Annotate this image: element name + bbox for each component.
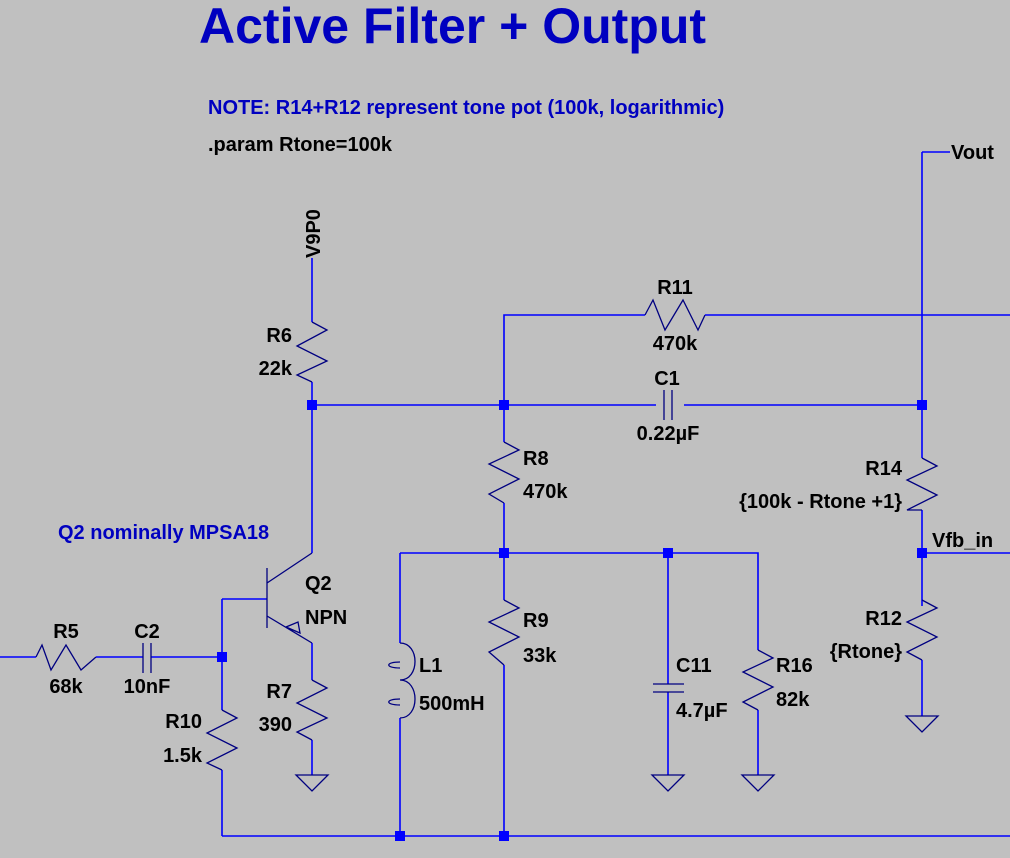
component-name: C1 <box>654 368 680 390</box>
net-label-v9p0[interactable]: V9P0 <box>303 209 325 258</box>
component-value: 82k <box>776 689 810 711</box>
ground-icon <box>294 774 330 792</box>
resistor-r8[interactable]: R8 470k <box>487 441 568 504</box>
component-name: L1 <box>419 655 442 677</box>
junction-dot <box>307 400 317 410</box>
resistor-symbol <box>644 298 706 332</box>
component-value: 470k <box>523 481 568 503</box>
component-value: {100k - Rtone +1} <box>739 491 902 513</box>
junction-dot <box>917 400 927 410</box>
resistor-r5[interactable]: R5 68k <box>35 621 97 698</box>
junction-dot <box>395 831 405 841</box>
component-value: 470k <box>653 333 698 355</box>
resistor-r10[interactable]: R10 1.5k <box>163 709 239 771</box>
capacitor-symbol <box>663 390 673 420</box>
capacitor-c1[interactable]: C1 0.22µF <box>637 368 700 445</box>
component-name: R10 <box>165 711 202 733</box>
wires <box>0 151 1010 837</box>
param-directive[interactable]: .param Rtone=100k <box>208 134 393 156</box>
component-value: {Rtone} <box>830 641 902 663</box>
resistor-symbol <box>205 709 239 771</box>
resistor-r6[interactable]: R6 22k <box>259 321 329 383</box>
wire <box>503 314 645 405</box>
junction-dot <box>499 400 509 410</box>
net-label-vout[interactable]: Vout <box>951 142 994 164</box>
component-value: 1.5k <box>163 745 203 767</box>
junction-dot <box>217 652 227 662</box>
inductor-symbol <box>388 642 416 719</box>
ground-icon <box>904 715 940 733</box>
resistor-symbol <box>487 599 521 666</box>
component-name: R5 <box>53 621 79 643</box>
resistor-symbol <box>487 441 521 504</box>
component-name: R12 <box>865 608 902 630</box>
component-name: R14 <box>865 458 903 480</box>
component-value: 33k <box>523 645 557 667</box>
resistor-symbol <box>905 599 939 661</box>
resistor-r9[interactable]: R9 33k <box>487 599 557 667</box>
component-value: 390 <box>259 714 292 736</box>
junction-dot <box>499 548 509 558</box>
junctions <box>217 400 927 841</box>
junction-dot <box>499 831 509 841</box>
capacitor-symbol <box>653 683 684 693</box>
resistor-symbol <box>295 679 329 741</box>
resistor-symbol <box>35 643 97 672</box>
capacitor-symbol <box>142 643 152 673</box>
resistor-symbol <box>905 457 939 511</box>
component-value: 4.7µF <box>676 700 728 722</box>
component-name: R9 <box>523 610 549 632</box>
inductor-l1[interactable]: L1 500mH <box>388 642 485 719</box>
transistor-comment: Q2 nominally MPSA18 <box>58 522 269 544</box>
capacitor-c11[interactable]: C11 4.7µF <box>653 655 728 722</box>
component-value: NPN <box>305 607 347 629</box>
resistor-symbol <box>295 321 329 383</box>
component-value: 500mH <box>419 693 485 715</box>
transistor-q2[interactable]: Q2 NPN <box>266 552 347 644</box>
resistor-r16[interactable]: R16 82k <box>741 649 813 711</box>
resistor-r7[interactable]: R7 390 <box>259 679 329 741</box>
component-name: R8 <box>523 448 549 470</box>
resistor-r11[interactable]: R11 470k <box>644 277 706 355</box>
component-name: Q2 <box>305 573 332 595</box>
component-name: C2 <box>134 621 160 643</box>
component-value: 10nF <box>124 676 171 698</box>
schematic-title: Active Filter + Output <box>199 0 706 54</box>
note-comment: NOTE: R14+R12 represent tone pot (100k, … <box>208 97 724 119</box>
component-name: C11 <box>676 655 712 677</box>
resistor-symbol <box>741 649 775 711</box>
resistor-r12[interactable]: R12 {Rtone} <box>830 599 939 663</box>
component-value: 0.22µF <box>637 423 700 445</box>
component-name: R7 <box>266 681 292 703</box>
net-label-vfb-in[interactable]: Vfb_in <box>932 530 993 552</box>
capacitor-c2[interactable]: C2 10nF <box>124 621 171 698</box>
component-name: R11 <box>657 277 693 299</box>
resistor-r14[interactable]: R14 {100k - Rtone +1} <box>739 457 939 513</box>
wire <box>400 552 759 650</box>
component-value: 22k <box>259 358 293 380</box>
component-name: R16 <box>776 655 813 677</box>
junction-dot <box>917 548 927 558</box>
component-name: R6 <box>266 325 292 347</box>
ground-icon <box>650 774 686 792</box>
component-value: 68k <box>49 676 83 698</box>
junction-dot <box>663 548 673 558</box>
transistor-symbol <box>266 552 313 644</box>
ground-icon <box>740 774 776 792</box>
